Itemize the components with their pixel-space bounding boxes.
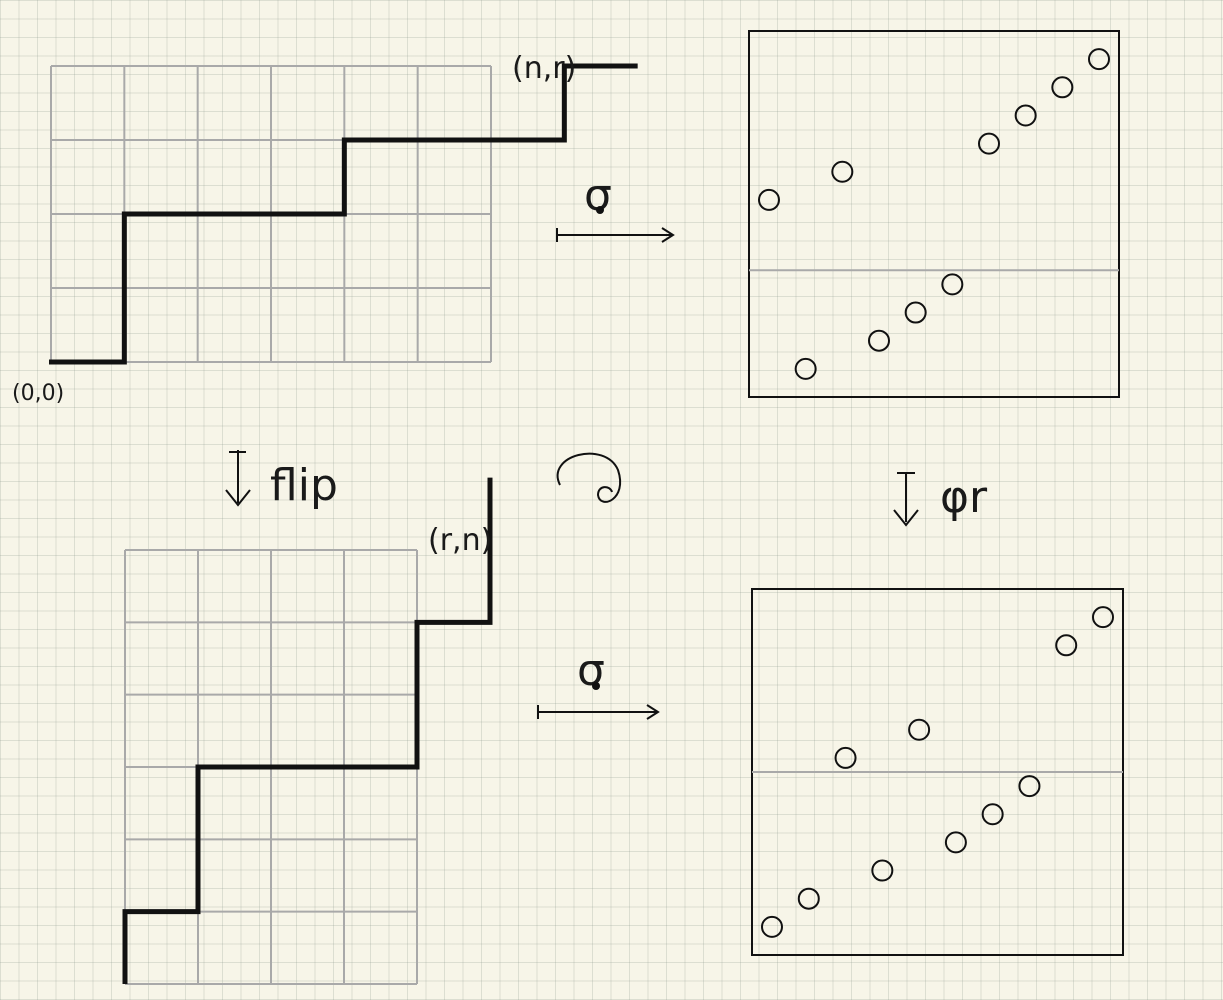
top-permutation-point (1051, 76, 1074, 99)
top-path-origin-label: (0,0) (12, 381, 64, 406)
top-permutation-point (904, 301, 927, 324)
bottom-permutation-point (1018, 775, 1041, 798)
top-lattice-path (49, 63, 638, 365)
bottom-permutation-point (871, 859, 894, 882)
bottom-permutation-point (981, 803, 1004, 826)
sigma-arrow-top: σ (556, 170, 675, 243)
bottom-lattice-path (122, 477, 493, 984)
top-permutation-point (868, 329, 890, 352)
bottom-path-end-label: (r,n) (428, 523, 492, 558)
top-permutation-point (941, 273, 964, 296)
sigma-arrow-bottom: σ (537, 645, 660, 720)
sigma-top-dot (596, 206, 604, 214)
flip-label: flip (270, 460, 338, 511)
top-permutation-point (978, 132, 1000, 155)
phi-r-arrow (893, 472, 919, 527)
top-path-end-label: (n,r) (512, 51, 576, 86)
top-permutation-point (1014, 104, 1037, 127)
phi-r-label: φr (940, 472, 988, 523)
top-permutation-point (1088, 48, 1110, 71)
top-permutation-box (748, 30, 1120, 398)
bottom-permutation-point (1092, 606, 1114, 629)
sigma-top-arrowhead (661, 227, 675, 243)
bottom-permutation-point (834, 746, 857, 769)
top-permutation-point (831, 160, 854, 183)
bottom-permutation-point (1055, 634, 1078, 657)
sigma-bottom-dot (592, 682, 600, 690)
bottom-permutation-point (908, 718, 931, 741)
bottom-permutation-dots (761, 606, 1114, 938)
bottom-permutation-point (944, 831, 967, 854)
sigma-bottom-arrowhead (646, 704, 660, 720)
top-permutation-point (794, 357, 817, 380)
top-permutation-point (758, 188, 780, 211)
commutes-symbol (556, 452, 622, 503)
bottom-permutation-point (797, 887, 820, 910)
flip-arrow (225, 450, 251, 507)
sigma-bottom-label: σ (577, 645, 605, 696)
bottom-permutation-point (761, 915, 783, 938)
top-permutation-dots (758, 48, 1110, 380)
